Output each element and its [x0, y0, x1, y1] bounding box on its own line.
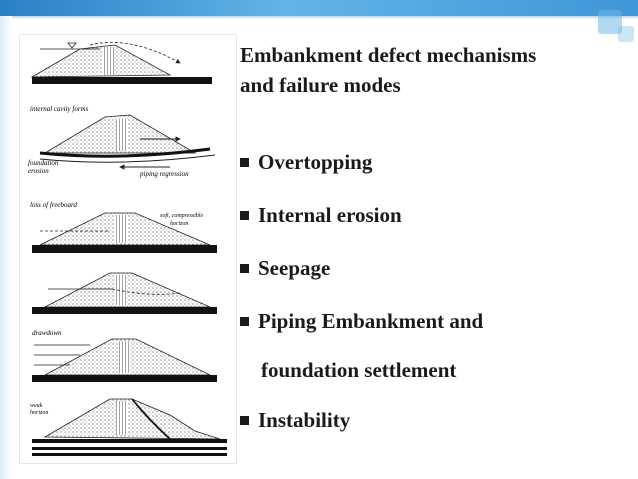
- label-internal-cavity: internal cavity forms: [30, 105, 89, 113]
- bullet-square-icon: [240, 157, 249, 167]
- bullet-square-icon: [240, 316, 249, 326]
- label-erosion: erosion: [28, 167, 49, 175]
- left-decor-strip: [0, 16, 12, 479]
- corner-decor-square: [598, 10, 622, 34]
- overtopping-sketch: [30, 42, 212, 84]
- label-weak: weak: [30, 403, 43, 409]
- slide-title: Embankment defect mechanisms and failure…: [240, 40, 638, 100]
- label-foundation: foundation: [28, 159, 59, 167]
- label-piping-regression: piping regression: [139, 170, 189, 178]
- drawdown-sketch: drawdown: [32, 329, 217, 382]
- bullet-piping: Piping Embankment and: [240, 309, 483, 334]
- label-weak-horizon: horizon: [30, 410, 48, 416]
- bullet-square-icon: [240, 415, 249, 425]
- label-drawdown: drawdown: [32, 329, 62, 337]
- internal-erosion-sketch: internal cavity forms foundation erosion…: [28, 105, 216, 178]
- bullet-internal-erosion: Internal erosion: [240, 203, 402, 228]
- bullet-text: Overtopping: [258, 150, 373, 174]
- bullet-seepage: Seepage: [240, 256, 330, 281]
- bullet-piping-continuation: foundation settlement: [261, 358, 457, 382]
- bullet-text: Instability: [258, 408, 351, 432]
- bullet-square-icon: [240, 210, 249, 220]
- slide-title-line1: Embankment defect mechanisms: [240, 43, 537, 67]
- label-soft-compressible: soft, compressible: [160, 212, 203, 219]
- failure-modes-svg: internal cavity forms foundation erosion…: [28, 42, 227, 456]
- slide-title-line2: and failure modes: [240, 73, 401, 97]
- bullet-text: Seepage: [258, 256, 331, 280]
- bullet-text: Internal erosion: [258, 203, 402, 227]
- bullet-instability: Instability: [240, 408, 350, 433]
- settlement-sketch: loss of freeboard soft, compressible hor…: [30, 201, 217, 253]
- top-accent-band: [0, 0, 638, 19]
- embankment-failure-diagram: internal cavity forms foundation erosion…: [19, 34, 237, 464]
- label-loss-of-freeboard: loss of freeboard: [30, 201, 77, 209]
- instability-sketch: weak horizon: [30, 398, 227, 456]
- seepage-sketch: [32, 272, 217, 314]
- label-horizon: horizon: [170, 221, 188, 227]
- bullet-overtopping: Overtopping: [240, 150, 372, 175]
- bullet-text: Piping Embankment and: [258, 309, 484, 333]
- corner-decor-square-small: [618, 26, 634, 42]
- bullet-square-icon: [240, 263, 249, 273]
